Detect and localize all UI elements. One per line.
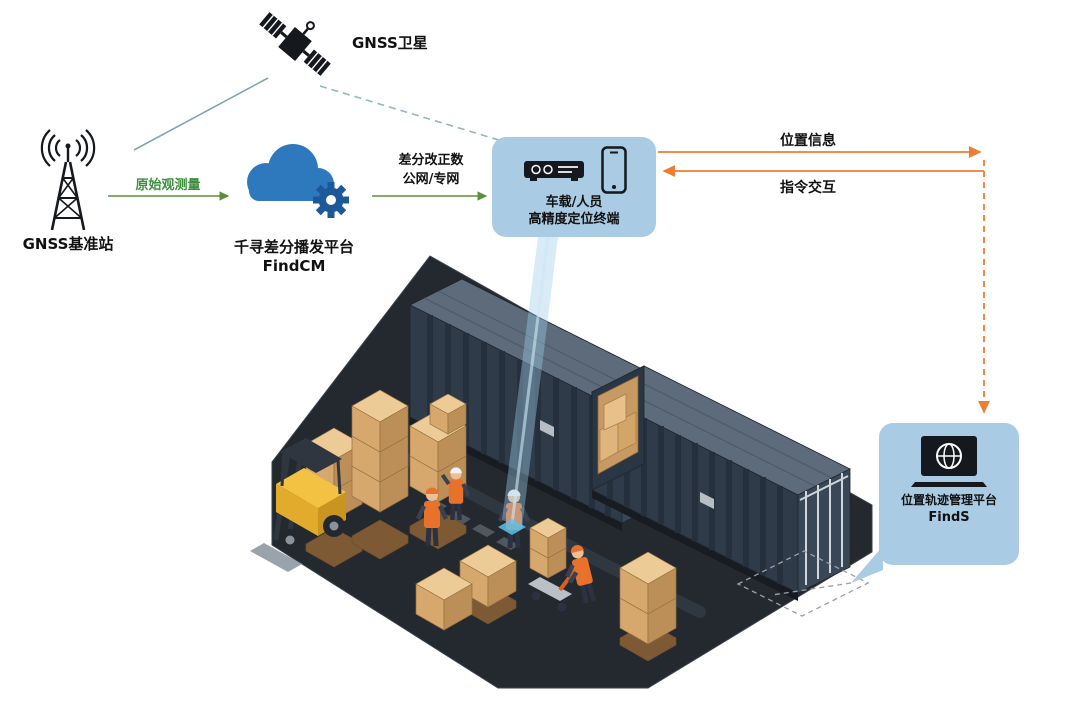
correction-label: 差分改正数 公网/专网 xyxy=(374,151,488,189)
terminal-label-line2: 高精度定位终端 xyxy=(528,212,620,227)
worker-figure-1 xyxy=(415,487,449,547)
warehouse-scene xyxy=(250,255,873,689)
laptop-globe-icon xyxy=(911,436,987,487)
platform-scene-link xyxy=(771,582,852,596)
terminal-panel: 车载/人员 高精度定位终端 xyxy=(492,137,656,237)
box-stack-bottom-right xyxy=(619,551,677,662)
receiver-icon xyxy=(524,161,584,181)
satellite-icon xyxy=(259,12,331,76)
worker-figure-2 xyxy=(440,467,471,521)
cloud-shape xyxy=(247,144,335,201)
satellite-terminal-link xyxy=(319,85,513,145)
platform-panel: 位置轨迹管理平台 FindS xyxy=(879,423,1019,565)
positioning-beam xyxy=(498,236,558,535)
worker-figure-4 xyxy=(565,545,597,604)
box-stack-bottom-left xyxy=(415,544,517,631)
platform-subtitle: FindS xyxy=(928,510,970,525)
command-interaction-label: 指令交互 xyxy=(780,180,836,196)
terminal-icons xyxy=(521,146,627,194)
satellite-label: GNSS卫星 xyxy=(352,34,428,52)
position-info-arrow xyxy=(658,146,990,414)
satellite-base-link xyxy=(133,77,269,151)
correction-label-line1: 差分改正数 xyxy=(398,153,464,168)
correction-label-line2: 公网/专网 xyxy=(402,172,460,187)
platform-panel-tail xyxy=(851,546,883,583)
floor-dashed-zone xyxy=(736,550,870,617)
cloud-platform-icon xyxy=(247,144,349,218)
platform-title: 位置轨迹管理平台 xyxy=(900,493,997,507)
position-info-label: 位置信息 xyxy=(780,133,836,149)
base-station-label: GNSS基准站 xyxy=(22,235,114,253)
beam-target-marker xyxy=(498,519,526,535)
terminal-label-line1: 车载/人员 xyxy=(545,195,603,210)
smartphone-icon xyxy=(601,146,627,194)
gear-icon xyxy=(313,182,349,218)
cloud-platform-subtitle: FindCM xyxy=(262,257,326,275)
forklift-icon xyxy=(250,438,346,572)
base-station-icon xyxy=(40,129,96,231)
pallet-jack-boxes xyxy=(529,517,567,579)
cloud-platform-title: 千寻差分播发平台 xyxy=(233,238,354,256)
container-open-door xyxy=(591,365,645,491)
container-right xyxy=(591,365,851,601)
raw-observation-label: 原始观测量 xyxy=(135,178,201,193)
